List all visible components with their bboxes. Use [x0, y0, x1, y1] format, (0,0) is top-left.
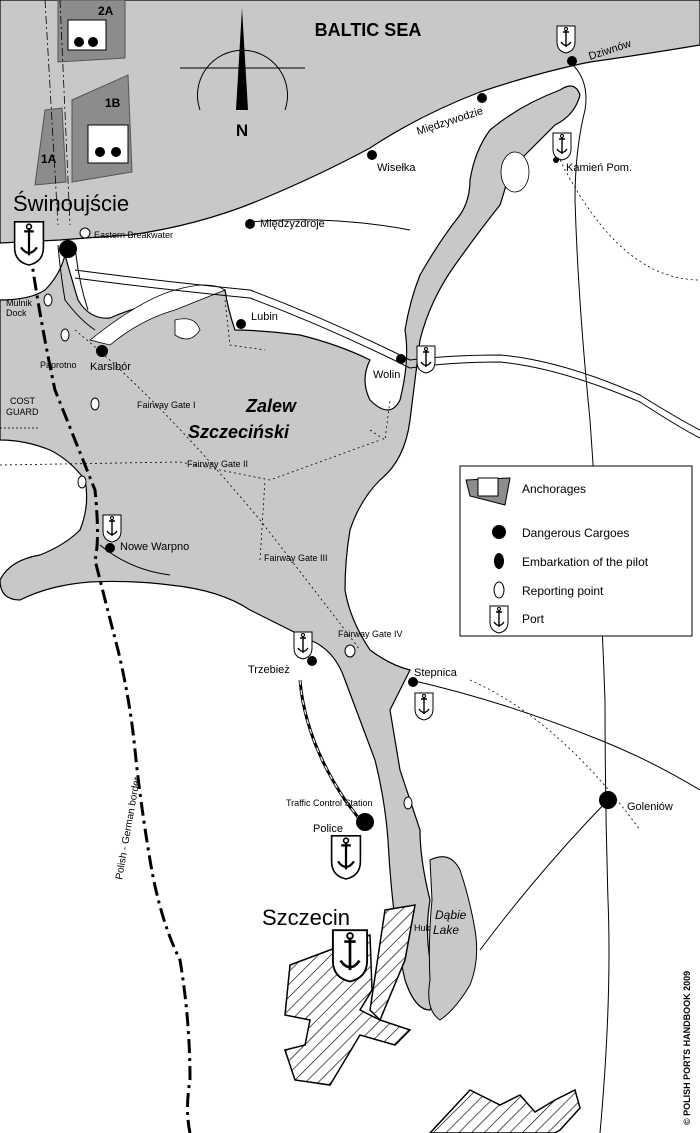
label-mulnik-dock-2: Dock [6, 308, 27, 318]
legend-dangerous: Dangerous Cargoes [522, 526, 629, 540]
label-paprotno: Paprotno [40, 360, 77, 370]
dangerous-cargo-icon [492, 525, 506, 539]
label-karsibor: Karsibór [90, 361, 131, 373]
dabie-lake [428, 856, 478, 1021]
town-markers [59, 56, 617, 831]
label-wolin: Wolin [373, 369, 400, 381]
port-icon [13, 220, 45, 267]
label-swinoujscie: Świnoujście [13, 191, 129, 216]
label-szczecin: Szczecin [262, 905, 350, 930]
port-icon [556, 25, 576, 54]
lake-label-1: Dąbie [435, 908, 467, 922]
sea-title: BALTIC SEA [315, 20, 422, 40]
szczecin-city [284, 933, 412, 1086]
label-eastern-breakwater: Eastern Breakwater [94, 230, 173, 240]
fairway-gate-2: Fairway Gate II [187, 459, 248, 469]
label-wiselka: Wisełka [377, 162, 416, 174]
label-police: Police [313, 823, 343, 835]
port-icon [331, 928, 369, 983]
port-icon [414, 692, 434, 721]
label-kamien: Kamień Pom. [566, 162, 632, 174]
label-lubin: Lubin [251, 311, 278, 323]
border-line [28, 249, 192, 1133]
fairway-gate-3: Fairway Gate III [264, 553, 328, 563]
anchorage-icon [465, 477, 511, 506]
port-icon [330, 834, 362, 881]
legend-pilot: Embarkation of the pilot [522, 555, 649, 569]
cost-guard-2: GUARD [6, 407, 39, 417]
anchorage-2a-icons [67, 19, 107, 51]
legend: Anchorages Dangerous Cargoes Embarkation… [459, 465, 693, 637]
label-trzebiez: Trzebież [248, 664, 290, 676]
label-nowe-warpno: Nowe Warpno [120, 541, 189, 553]
pilot-icon [494, 553, 504, 569]
border-label: Polish - German border [114, 776, 143, 881]
port-icon [293, 631, 313, 660]
north-label: N [236, 121, 248, 140]
port-icon [102, 514, 122, 543]
label-traffic-control: Traffic Control Station [286, 798, 373, 808]
port-icon [416, 345, 436, 374]
label-goleniow: Goleniów [627, 801, 673, 813]
cost-guard-1: COST [10, 396, 36, 406]
lake-label-2: Lake [433, 923, 459, 937]
anchorage-1b-icons [87, 124, 129, 164]
reporting-points [43, 227, 413, 810]
anchorage-1b-label: 1B [105, 96, 121, 110]
legend-anchorages: Anchorages [522, 482, 586, 496]
anchorage-2a-label: 2A [98, 4, 114, 18]
lagoon-label-1: Zalew [245, 396, 297, 416]
label-miedzyzdroje: Międzyzdroje [260, 218, 325, 230]
label-huk: Huk [414, 923, 431, 933]
anchorage-1a-label: 1A [41, 152, 57, 166]
legend-reporting: Reporting point [522, 584, 604, 598]
fairway-gate-1: Fairway Gate I [137, 400, 196, 410]
copyright-label: © POLISH PORTS HANDBOOK 2009 [682, 971, 692, 1125]
label-mulnik-dock-1: Mulnik [6, 298, 33, 308]
baltic-sea [0, 0, 700, 244]
anchorage-area-1a [34, 107, 67, 186]
lagoon-label-2: Szczeciński [188, 422, 290, 442]
reporting-point-icon [493, 581, 505, 599]
fairway-gate-4: Fairway Gate IV [338, 629, 403, 639]
label-stepnica: Stepnica [414, 667, 458, 679]
legend-port: Port [522, 612, 545, 626]
port-icon [552, 132, 572, 161]
port-icon [489, 605, 509, 634]
compass-north-arrow [180, 8, 305, 111]
